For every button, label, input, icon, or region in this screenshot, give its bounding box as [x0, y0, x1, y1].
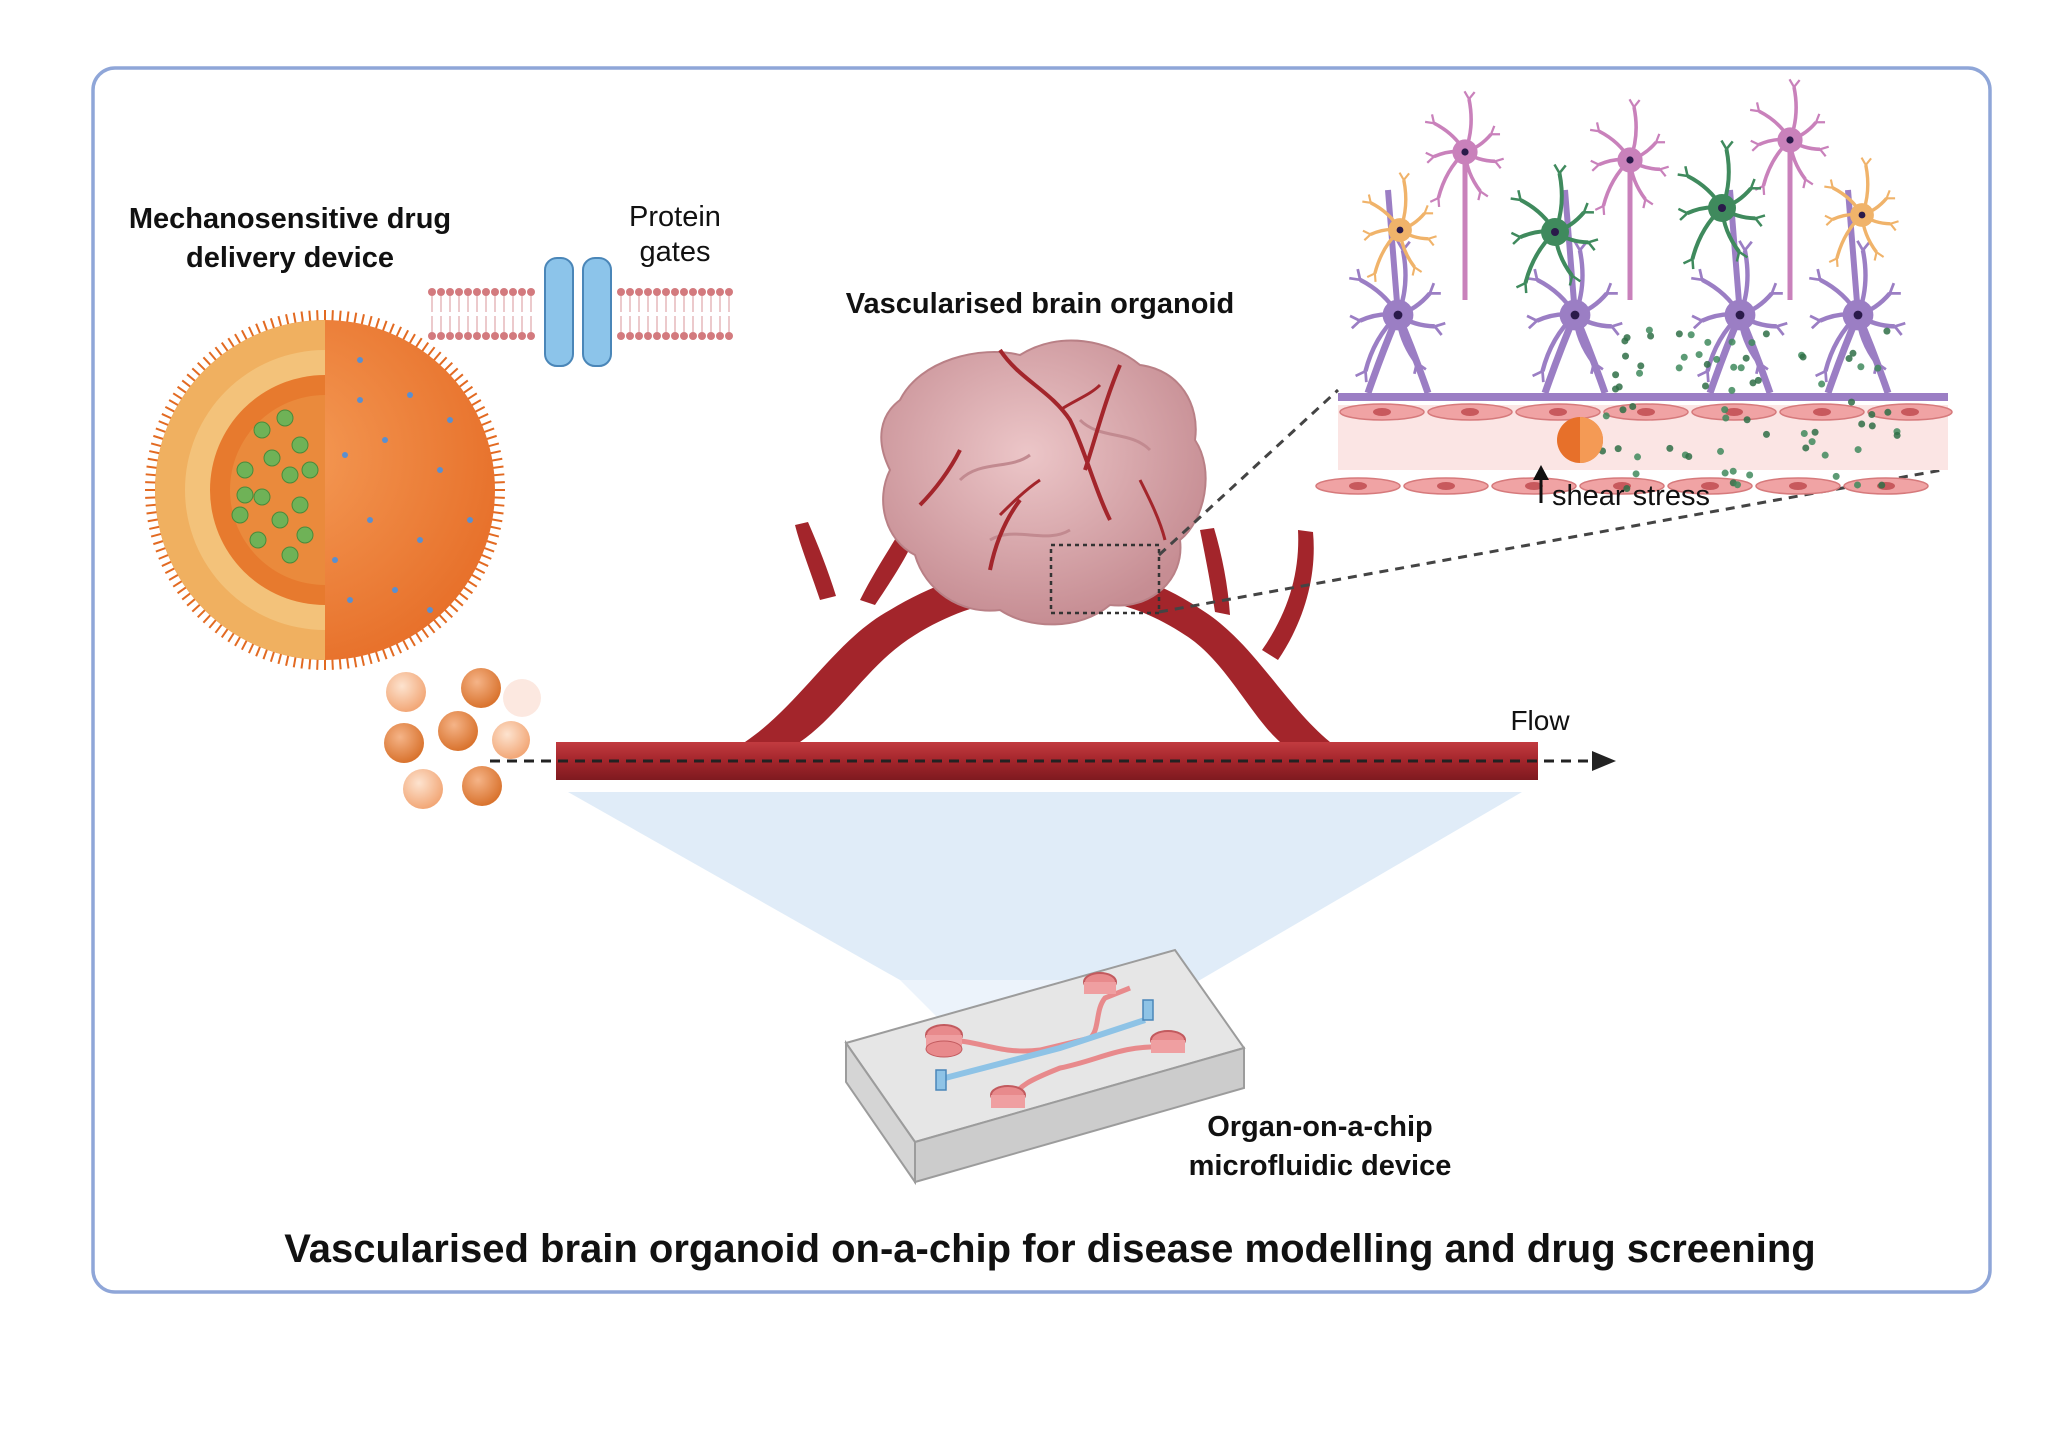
liposome-icon: [145, 310, 505, 670]
device-label: Mechanosensitive drug delivery device: [100, 200, 480, 278]
device-label-line2: delivery device: [100, 239, 480, 278]
organoid-label: Vascularised brain organoid: [820, 288, 1260, 321]
device-label-line1: Mechanosensitive drug: [100, 200, 480, 239]
figure-title: Vascularised brain organoid on-a-chip fo…: [100, 1227, 2000, 1272]
organoid-icon: [881, 341, 1205, 625]
flow-label: Flow: [1490, 705, 1590, 737]
protein-gates-label: Protein gates: [600, 200, 750, 270]
protein-gates-line1: Protein: [600, 200, 750, 235]
protein-gates-line2: gates: [600, 235, 750, 270]
shear-stress-label: shear stress: [1552, 480, 1752, 513]
chip-label: Organ-on-a-chip microfluidic device: [1140, 1108, 1500, 1186]
chip-label-line2: microfluidic device: [1140, 1147, 1500, 1186]
chip-label-line1: Organ-on-a-chip: [1140, 1108, 1500, 1147]
